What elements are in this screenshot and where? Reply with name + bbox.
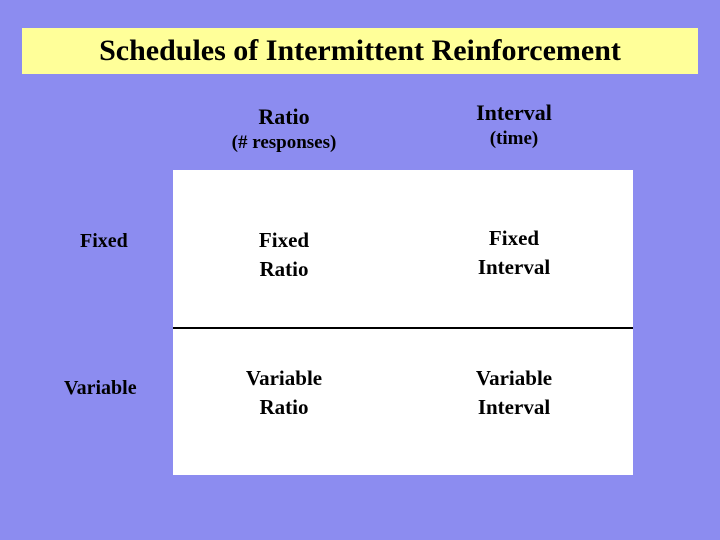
column-header-ratio-line2: (# responses) [231,132,337,153]
cell-variable-ratio-line2: Ratio [259,395,309,419]
column-header-ratio: Ratio (# responses) [176,104,392,156]
page-title: Schedules of Intermittent Reinforcement [99,34,621,67]
cell-fixed-interval: Fixed Interval [404,224,624,282]
cell-variable-interval-line2: Interval [477,395,551,419]
cell-variable-interval-line1: Variable [475,366,553,390]
title-banner: Schedules of Intermittent Reinforcement [22,28,698,74]
column-header-ratio-line1: Ratio [258,104,310,129]
row-label-fixed: Fixed [80,230,128,252]
cell-fixed-ratio-line1: Fixed [258,228,310,252]
cell-fixed-interval-line2: Interval [477,255,551,279]
cell-variable-ratio: Variable Ratio [176,364,392,422]
row-label-variable: Variable [64,377,137,399]
table-body [173,170,633,475]
cell-variable-ratio-line1: Variable [245,366,323,390]
cell-fixed-ratio-line2: Ratio [259,257,309,281]
cell-fixed-ratio: Fixed Ratio [176,226,392,284]
column-header-interval-line1: Interval [476,100,552,125]
table-row-divider [173,327,633,329]
cell-fixed-interval-line1: Fixed [488,226,540,250]
column-header-interval: Interval (time) [404,100,624,152]
cell-variable-interval: Variable Interval [404,364,624,422]
column-header-interval-line2: (time) [489,128,539,149]
